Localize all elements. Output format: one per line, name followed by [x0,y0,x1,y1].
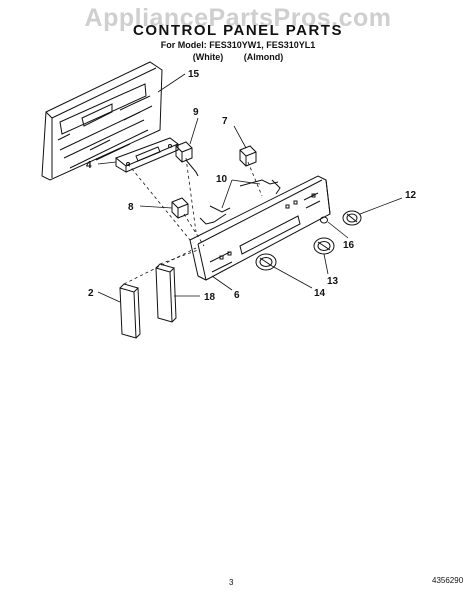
watermark: AppliancePartsPros.com [84,4,392,32]
document-number: 4356290 [432,576,464,585]
callout-4: 4 [86,160,92,171]
callout-6: 6 [234,290,240,301]
page-title: CONTROL PANEL PARTS [133,22,343,39]
callout-7: 7 [222,116,228,127]
callout-15: 15 [188,69,200,80]
part-9-switch [175,141,199,177]
part-14-knob [255,253,277,271]
part-18-bracket [155,263,177,323]
callout-18: 18 [204,292,216,303]
part-8-switch [171,197,189,219]
part-16-spacer [320,216,328,224]
callout-2: 2 [88,288,94,299]
callout-13: 13 [327,276,339,287]
callout-16: 16 [343,240,355,251]
callout-10: 10 [216,174,228,185]
callout-12: 12 [405,190,417,201]
callout-8: 8 [128,202,134,213]
part-13-knob [313,237,335,255]
page-number: 3 [229,578,234,587]
part-6-control-panel [189,175,331,281]
callout-14: 14 [314,288,326,299]
part-2-bracket [119,283,141,339]
alignment-lines [123,157,263,285]
variant-white: (White) [192,52,224,62]
part-7-switch [239,145,257,167]
part-10-wire-harness [199,179,281,225]
variant-almond: (Almond) [243,52,284,62]
model-subtitle: For Model: FES310YW1, FES310YL1 [160,40,316,50]
callout-9: 9 [193,107,199,118]
color-variants: (White) (Almond) [0,52,476,62]
part-15-backguard [41,61,163,181]
leader-lines [97,73,403,303]
part-12-knob [342,210,362,226]
part-4-clock [114,137,179,173]
